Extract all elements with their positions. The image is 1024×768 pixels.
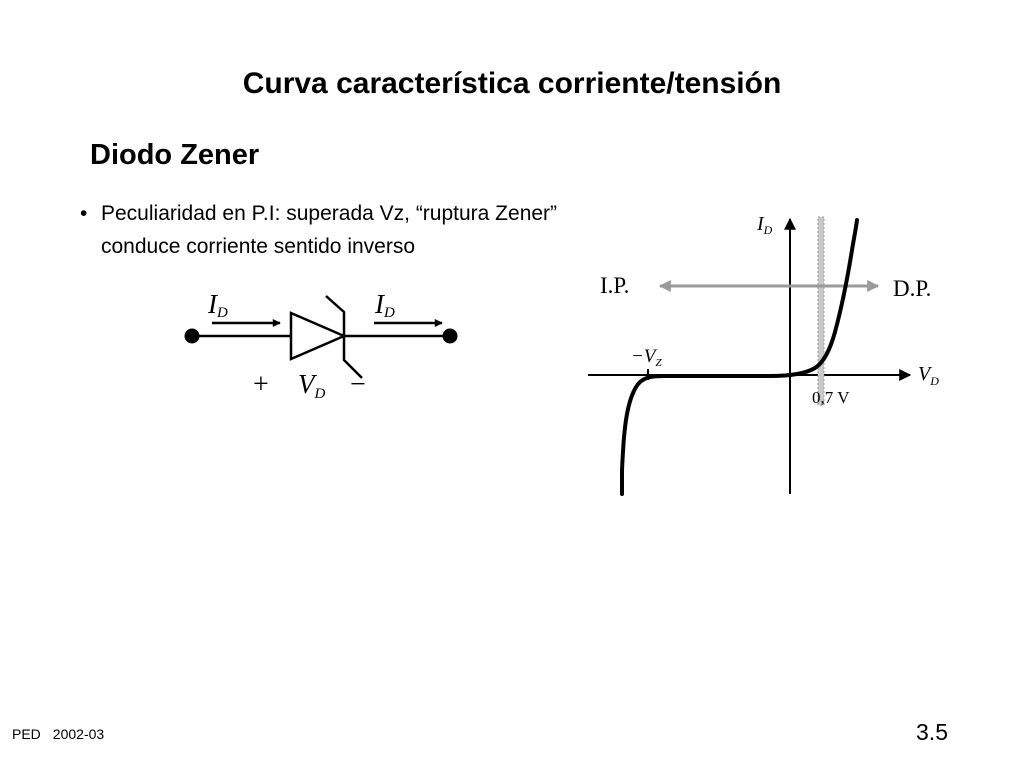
footer-course: PED: [12, 726, 41, 742]
dp-label: D.P.: [893, 276, 931, 301]
diode-triangle: [289, 311, 348, 361]
iv-characteristic-graph: ID VD I.P. D.P. −VZ 0,7 V: [588, 213, 939, 496]
plus-sign: +: [253, 369, 269, 400]
zener-cathode-bar: [325, 295, 363, 379]
bullet-line-1: Peculiaridad en P.I: superada Vz, “ruptu…: [101, 202, 558, 225]
slide-title: Curva característica corriente/tensión: [242, 67, 782, 100]
ip-label: I.P.: [600, 273, 629, 298]
voltage-label: VD: [298, 369, 326, 402]
slide-subtitle: Diodo Zener: [90, 139, 260, 171]
vz-label: −VZ: [631, 346, 662, 369]
threshold-label: 0,7 V: [812, 388, 850, 407]
current-label-left: ID: [207, 289, 228, 321]
iv-curve: [620, 218, 859, 496]
x-axis-label: VD: [918, 363, 939, 388]
bullet-marker: •: [80, 202, 88, 225]
footer-info: PED 2002-03: [12, 726, 116, 742]
right-terminal: [442, 328, 458, 344]
y-axis-label: ID: [756, 213, 773, 237]
left-terminal: [184, 328, 200, 344]
footer-year: 2002-03: [52, 726, 105, 742]
bullet-line-2: conduce corriente sentido inverso: [101, 235, 416, 258]
page-number: 3.5: [916, 719, 948, 745]
zener-diode-symbol: ID ID + VD −: [184, 289, 458, 402]
current-label-right: ID: [374, 289, 395, 321]
minus-sign: −: [350, 369, 366, 400]
threshold-line: [817, 216, 825, 406]
